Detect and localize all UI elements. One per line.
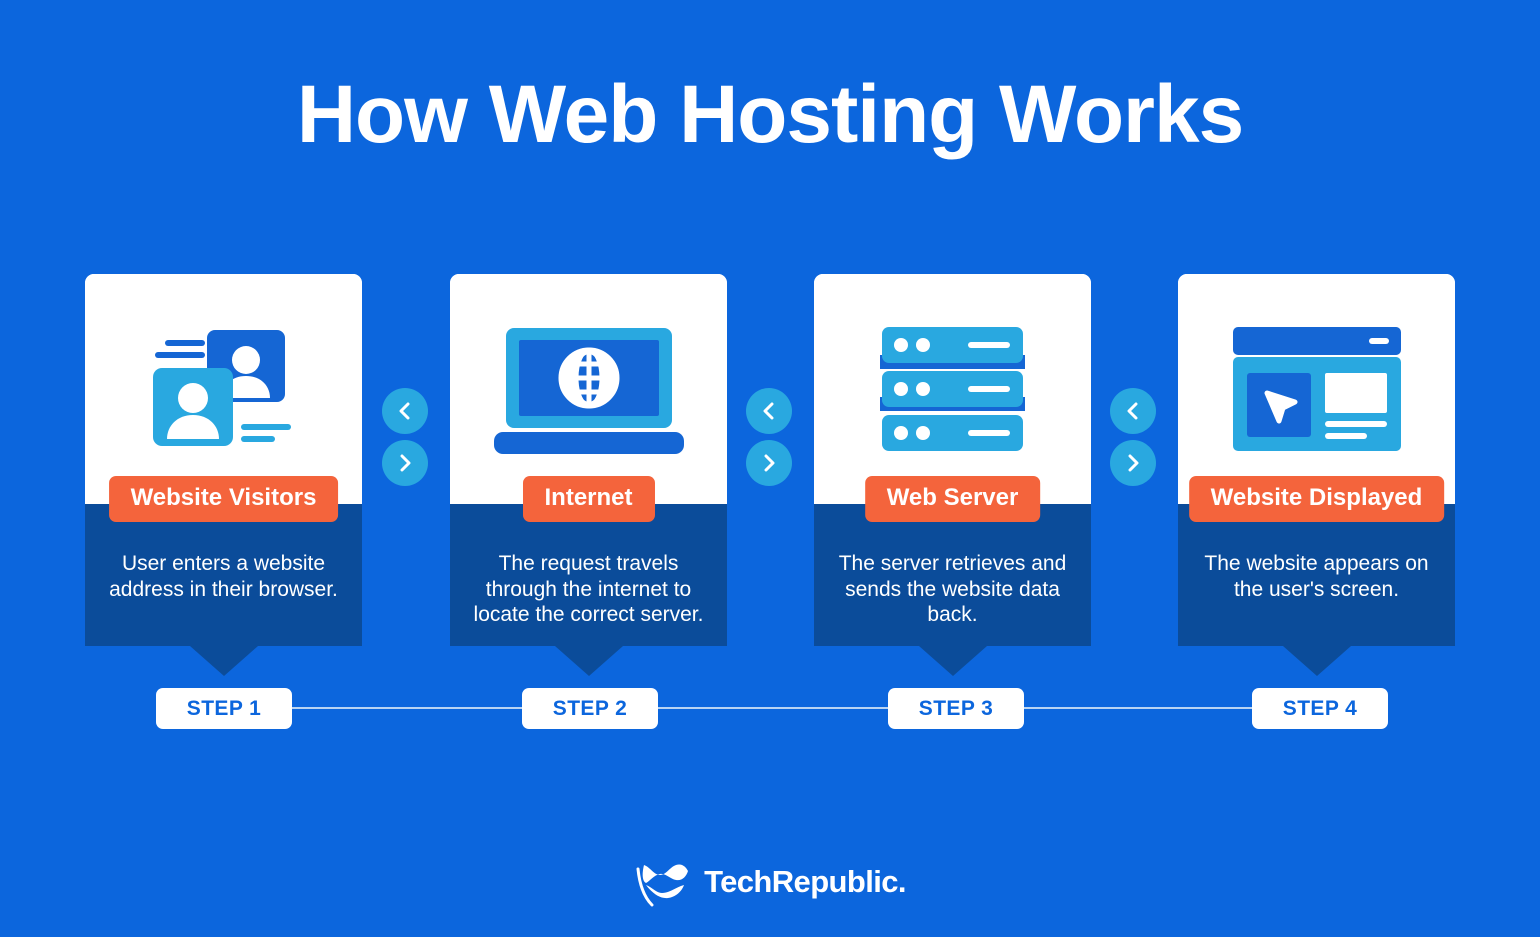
laptop-globe-icon	[493, 328, 684, 454]
brand-name: TechRepublic.	[704, 863, 906, 899]
step-card-1[interactable]: Website Visitors User enters a website a…	[85, 274, 362, 676]
chevron-right-icon[interactable]	[1110, 440, 1156, 486]
step-badge-2[interactable]: STEP 2	[522, 688, 658, 729]
page-title: How Web Hosting Works	[296, 69, 1244, 160]
card-description-2: The request travels through the internet…	[473, 552, 704, 627]
card-pointer-2	[554, 646, 623, 676]
card-badge-3: Web Server	[864, 476, 1041, 522]
chevron-left-icon[interactable]	[746, 388, 792, 434]
connector-2	[746, 388, 792, 492]
connector-1	[382, 388, 428, 492]
card-icon-area-2	[450, 274, 727, 504]
card-body-3	[814, 504, 1091, 646]
rail-segment-2-3	[655, 707, 895, 709]
rail-segment-1-2	[290, 707, 530, 709]
user-cards-icon	[152, 330, 291, 446]
step-badge-4[interactable]: STEP 4	[1252, 688, 1388, 729]
step-card-3[interactable]: Web Server The server retrieves and send…	[814, 274, 1091, 676]
card-icon-area-1	[85, 274, 362, 504]
card-body-1	[85, 504, 362, 646]
chevron-right-icon[interactable]	[746, 440, 792, 486]
card-icon-area-3	[814, 274, 1091, 504]
card-pointer-3	[918, 646, 987, 676]
card-body-4	[1178, 504, 1455, 646]
chevron-left-icon[interactable]	[1110, 388, 1156, 434]
server-rack-icon	[880, 326, 1025, 451]
step-badge-1[interactable]: STEP 1	[156, 688, 292, 729]
step-card-2[interactable]: Internet The request travels through the…	[450, 274, 727, 676]
step-badge-3[interactable]: STEP 3	[888, 688, 1024, 729]
card-icon-area-4	[1178, 274, 1455, 504]
card-description-3: The server retrieves and sends the websi…	[838, 552, 1067, 627]
card-badge-1: Website Visitors	[108, 476, 339, 522]
card-pointer-4	[1282, 646, 1351, 676]
card-description-1: User enters a website address in their b…	[109, 552, 338, 601]
chevron-right-icon[interactable]	[382, 440, 428, 486]
rail-segment-3-4	[1020, 707, 1260, 709]
chevron-left-icon[interactable]	[382, 388, 428, 434]
footer-logo[interactable]: TechRepublic.	[0, 855, 1540, 907]
techrepublic-wave-logo	[636, 864, 689, 907]
step-card-4[interactable]: Website Displayed The website appears on…	[1178, 274, 1455, 676]
card-pointer-1	[189, 646, 258, 676]
card-badge-2: Internet	[522, 476, 655, 522]
browser-window-icon	[1232, 327, 1401, 451]
card-badge-4: Website Displayed	[1188, 476, 1445, 522]
connector-3	[1110, 388, 1156, 492]
card-body-2	[450, 504, 727, 646]
card-description-4: The website appears on the user's screen…	[1204, 552, 1429, 601]
